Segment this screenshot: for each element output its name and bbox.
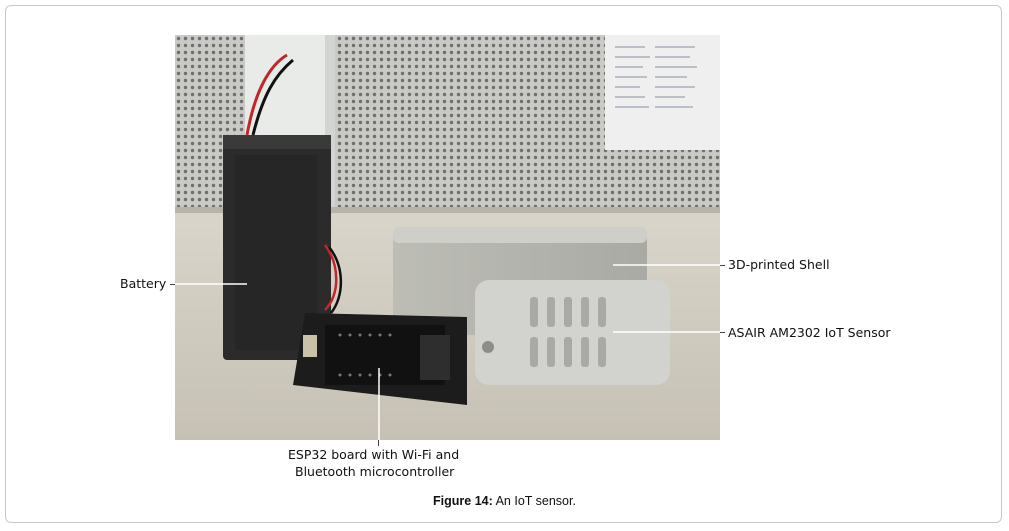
figure-caption: Figure 14: An IoT sensor. (0, 494, 1009, 508)
shell-label: 3D-printed Shell (728, 257, 830, 272)
sensor-callout-line (720, 332, 725, 333)
iot-sensor-photo (175, 35, 720, 440)
esp32-label-line2: Bluetooth microcontroller (295, 464, 455, 479)
battery-callout-line (170, 284, 175, 285)
esp32-callout-line (378, 440, 379, 446)
shell-callout-line (720, 265, 725, 266)
battery-label: Battery (120, 276, 167, 291)
esp32-label-line1: ESP32 board with Wi-Fi and (288, 447, 460, 462)
sensor-label: ASAIR AM2302 IoT Sensor (728, 325, 891, 340)
figure-number: Figure 14: (433, 494, 493, 508)
figure-caption-text: An IoT sensor. (495, 494, 576, 508)
